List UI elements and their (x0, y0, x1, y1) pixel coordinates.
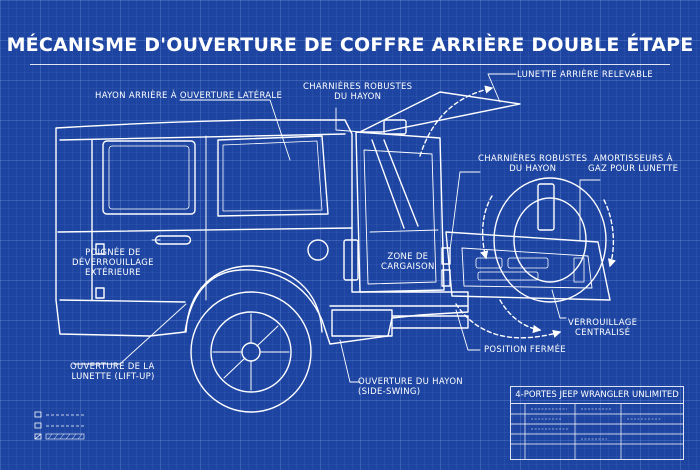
title-block-heading: 4-PORTES JEEP WRANGLER UNLIMITED (511, 387, 683, 404)
door-handle (154, 235, 192, 245)
label-zone-cargaison-line2: CARGAISON (381, 262, 435, 272)
tailgate-vent (573, 257, 585, 283)
cargo-opening (355, 131, 445, 293)
label-amortisseurs-line1: AMORTISSEURS À (593, 154, 673, 164)
vehicle-body-outline (55, 119, 469, 345)
lifted-rear-glass (359, 91, 521, 133)
legend-key (34, 411, 85, 440)
tailgate-slot-3 (477, 271, 539, 281)
gas-strut-left (371, 139, 405, 229)
label-amortisseurs-line2: GAZ POUR LUNETTE (588, 164, 679, 174)
spare-mount (537, 183, 555, 231)
rear-bumper (331, 309, 393, 337)
leader-ouverture-lunette (73, 303, 187, 365)
label-zone-cargaison-line1: ZONE DE (387, 252, 429, 262)
quarter-window-inner (222, 140, 323, 212)
label-charnieres-haut-line1: CHARNIÈRES ROBUSTES (303, 82, 413, 92)
glass-hinge-block (383, 119, 407, 135)
lift-up-arc (419, 85, 494, 157)
label-position-fermee: POSITION FERMÉE (484, 345, 566, 355)
leader-hayon-lateral (179, 99, 291, 161)
label-charnieres-haut-line2: DU HAYON (334, 92, 382, 102)
cargo-interior (363, 149, 437, 285)
rim-spokes (212, 313, 290, 391)
bumper-extension (391, 315, 469, 329)
label-poignee-line1: POIGNÉE DE (85, 248, 141, 258)
roof-line (59, 133, 346, 141)
spare-tire (493, 177, 607, 303)
spare-arc-right (603, 199, 617, 268)
gas-strut-right (383, 139, 419, 227)
tailgate-slot-1 (475, 257, 503, 269)
cargo-floor (369, 229, 439, 233)
title-underline (30, 64, 670, 65)
label-charnieres-droite: CHARNIÈRES ROBUSTES DU HAYON (478, 154, 587, 174)
label-verrouillage: VERROUILLAGE CENTRALISÉ (568, 318, 637, 338)
title-block-grid (511, 404, 683, 459)
label-ouverture-hayon-line2: (SIDE-SWING) (358, 387, 421, 397)
leader-verrouillage (551, 289, 567, 319)
leader-charnieres-droite (449, 171, 481, 251)
label-charnieres-droite-line2: DU HAYON (509, 164, 557, 174)
tail-light (343, 239, 359, 281)
wheel-arch (185, 265, 323, 333)
label-charnieres-haut: CHARNIÈRES ROBUSTES DU HAYON (303, 82, 412, 102)
label-lunette-relevable: LUNETTE ARRIÈRE RELEVABLE (517, 70, 653, 80)
tailgate-inner-panel (461, 247, 593, 289)
spare-rim (513, 197, 587, 283)
label-poignee-line2: DÉVERROUILLAGE (72, 258, 154, 268)
fuel-cap (307, 239, 329, 261)
door-hinge-2 (95, 287, 105, 299)
leader-lines (73, 73, 601, 383)
page-title: MÉCANISME D'OUVERTURE DE COFFRE ARRIÈRE … (6, 34, 694, 56)
spare-arc-left (480, 195, 493, 260)
leader-position-fermee (455, 309, 481, 351)
label-hayon-lateral: HAYON ARRIÈRE À OUVERTURE LATÉRALE (95, 91, 283, 101)
label-amortisseurs: AMORTISSEURS À GAZ POUR LUNETTE (588, 154, 678, 174)
label-verrouillage-line1: VERROUILLAGE (568, 318, 638, 328)
label-ouverture-lunette-line2: LUNETTE (LIFT-UP) (71, 372, 155, 382)
leader-charnieres-haut (335, 107, 363, 133)
label-ouverture-hayon-line1: OUVERTURE DU HAYON (358, 377, 463, 387)
leader-lunette-relevable (487, 73, 517, 103)
leader-amortisseurs (579, 179, 601, 241)
label-charnieres-droite-line1: CHARNIÈRES ROBUSTES (478, 154, 588, 164)
spare-arc-lower (499, 299, 542, 334)
tailgate-hinge-2 (441, 269, 451, 287)
leader-ouverture-hayon (339, 339, 361, 383)
drawing-title-block: 4-PORTES JEEP WRANGLER UNLIMITED (510, 386, 684, 460)
quarter-window (217, 135, 329, 217)
rear-tire (190, 291, 312, 413)
label-zone-cargaison: ZONE DE CARGAISON (381, 252, 435, 272)
lower-sill (59, 299, 186, 303)
label-ouverture-lunette: OUVERTURE DE LA LUNETTE (LIFT-UP) (70, 362, 155, 382)
rear-door-window-inner (108, 145, 190, 210)
label-poignee: POIGNÉE DE DÉVERROUILLAGE EXTÉRIEURE (72, 248, 154, 278)
swing-arc (455, 303, 562, 339)
tailgate-slot-2 (507, 257, 549, 269)
label-verrouillage-line2: CENTRALISÉ (575, 328, 631, 338)
rear-rim (210, 311, 292, 393)
tailgate-hinge-1 (441, 247, 451, 265)
door-hinge-1 (95, 243, 105, 255)
label-poignee-line3: EXTÉRIEURE (84, 268, 141, 278)
label-ouverture-lunette-line1: OUVERTURE DE LA (70, 362, 155, 372)
belt-line (57, 227, 353, 233)
rear-door-window (102, 140, 196, 215)
label-ouverture-hayon: OUVERTURE DU HAYON (SIDE-SWING) (358, 377, 463, 397)
